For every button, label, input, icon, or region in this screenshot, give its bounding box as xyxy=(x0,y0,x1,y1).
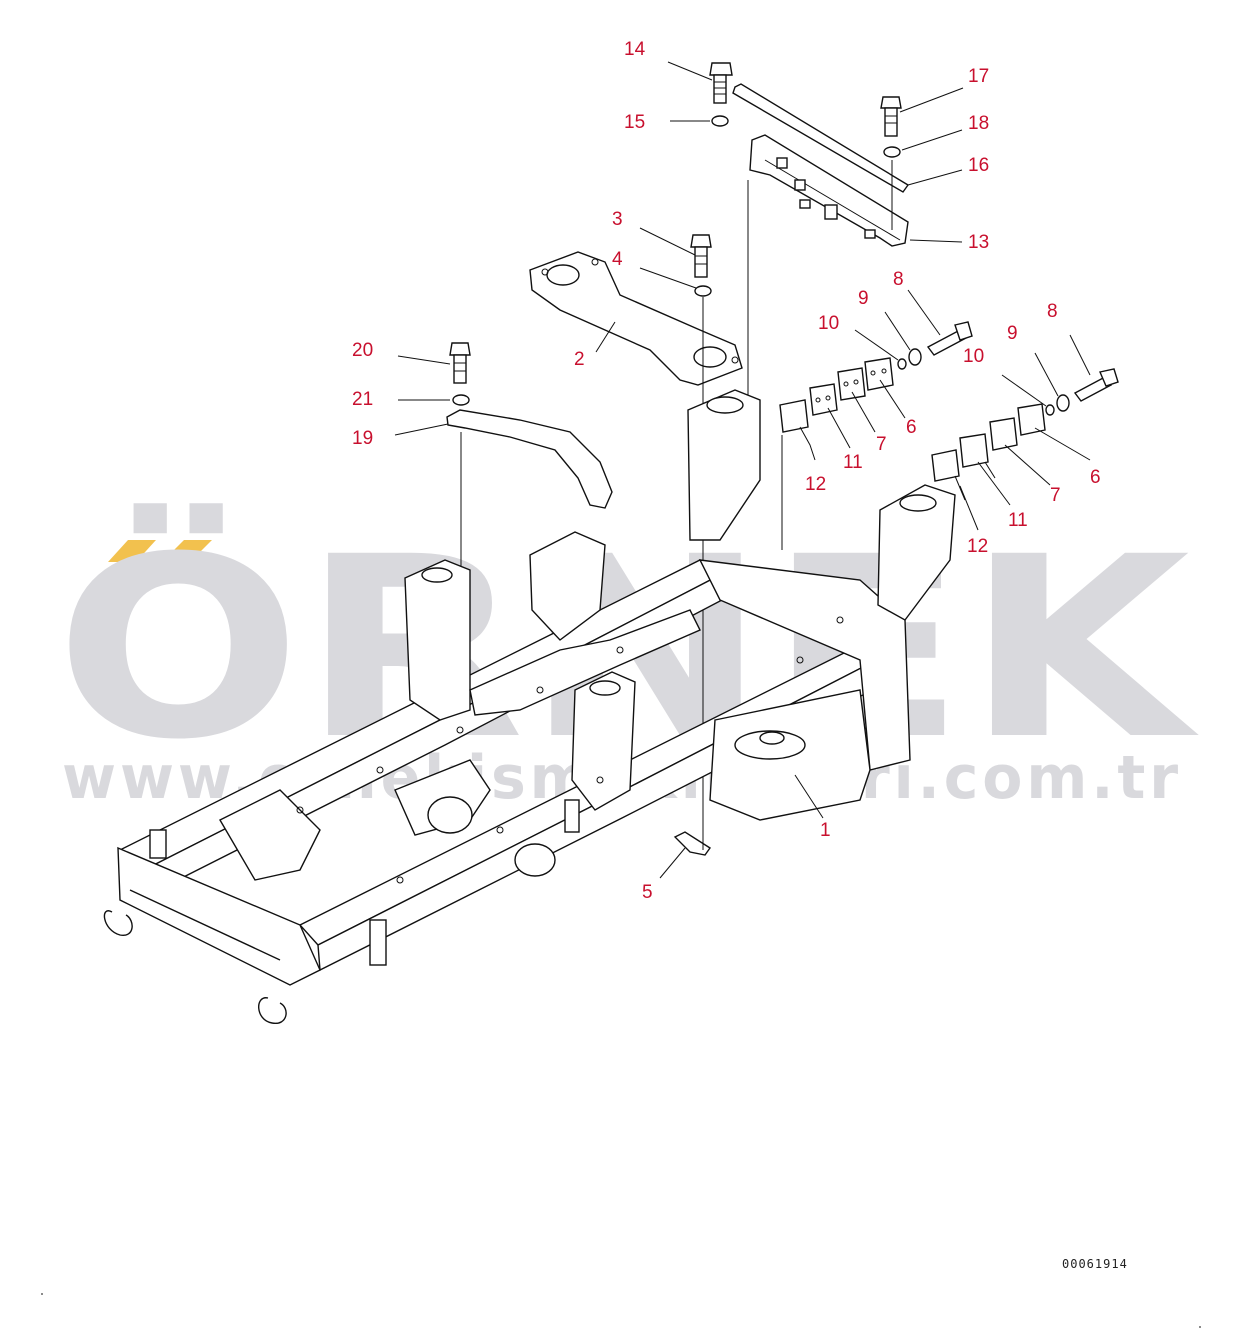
callout-6-b: 6 xyxy=(1090,467,1101,488)
callout-9-b: 9 xyxy=(1007,323,1018,344)
callout-11-a: 11 xyxy=(843,452,863,473)
bolt-17 xyxy=(880,96,902,137)
washer-21 xyxy=(452,394,470,406)
shim-6-a xyxy=(864,357,894,391)
callout-10-b: 10 xyxy=(963,346,984,367)
document-number: 00061914 xyxy=(1062,1257,1128,1271)
callout-12-a: 12 xyxy=(805,474,826,495)
callout-2: 2 xyxy=(574,349,585,370)
callout-19: 19 xyxy=(352,428,373,449)
callout-17: 17 xyxy=(968,66,989,87)
main-frame-1 xyxy=(103,389,956,1024)
bracket-13 xyxy=(749,134,909,247)
plate-2 xyxy=(529,251,743,386)
shim-6-b xyxy=(1017,403,1046,436)
callout-18: 18 xyxy=(968,113,989,134)
callout-5: 5 xyxy=(642,882,653,903)
washer-18 xyxy=(883,146,901,158)
callout-13: 13 xyxy=(968,232,989,253)
callout-8-a: 8 xyxy=(893,269,904,290)
callout-20: 20 xyxy=(352,340,373,361)
leader-lines xyxy=(394,61,1091,879)
washer-9-a xyxy=(908,348,922,366)
callout-21: 21 xyxy=(352,389,373,410)
callout-15: 15 xyxy=(624,112,645,133)
callout-labels: 14 15 17 18 16 13 3 4 2 8 9 10 8 9 10 20… xyxy=(352,39,1101,903)
callout-1: 1 xyxy=(820,820,831,841)
bolt-3 xyxy=(690,234,712,278)
corner-dot-left xyxy=(41,1293,43,1295)
callout-16: 16 xyxy=(968,155,989,176)
shim-7-b xyxy=(989,417,1018,451)
bolt-8-b xyxy=(1073,368,1119,402)
washer-9-b xyxy=(1056,394,1070,412)
shim-7-a xyxy=(837,367,866,401)
callout-7-b: 7 xyxy=(1050,485,1061,506)
watermark-accent-mark-right xyxy=(162,540,212,562)
corner-dot-right xyxy=(1199,1326,1201,1328)
callout-14: 14 xyxy=(624,39,646,60)
callout-9-a: 9 xyxy=(858,288,869,309)
nut-10-b xyxy=(1045,404,1055,416)
shim-11-a xyxy=(809,383,838,416)
bolt-8-a xyxy=(926,321,973,356)
washer-15 xyxy=(711,115,729,127)
plate-16 xyxy=(732,83,910,193)
callout-10-a: 10 xyxy=(818,313,839,334)
shim-11-b xyxy=(959,433,996,479)
washer-4 xyxy=(694,285,712,297)
bracket-5 xyxy=(673,831,711,856)
callout-3: 3 xyxy=(612,209,623,230)
watermark-accent-mark-left xyxy=(108,540,156,562)
callout-6-a: 6 xyxy=(906,417,917,438)
nut-10-a xyxy=(897,358,907,370)
shim-12-a xyxy=(779,399,816,461)
callout-12-b: 12 xyxy=(967,536,988,557)
callout-11-b: 11 xyxy=(1008,510,1028,531)
shim-12-b xyxy=(931,449,966,501)
bolt-20 xyxy=(449,342,471,384)
bolt-14 xyxy=(709,62,733,104)
callout-7-a: 7 xyxy=(876,434,887,455)
callout-8-b: 8 xyxy=(1047,301,1058,322)
bracket-19 xyxy=(446,409,613,509)
callout-4: 4 xyxy=(612,249,623,270)
